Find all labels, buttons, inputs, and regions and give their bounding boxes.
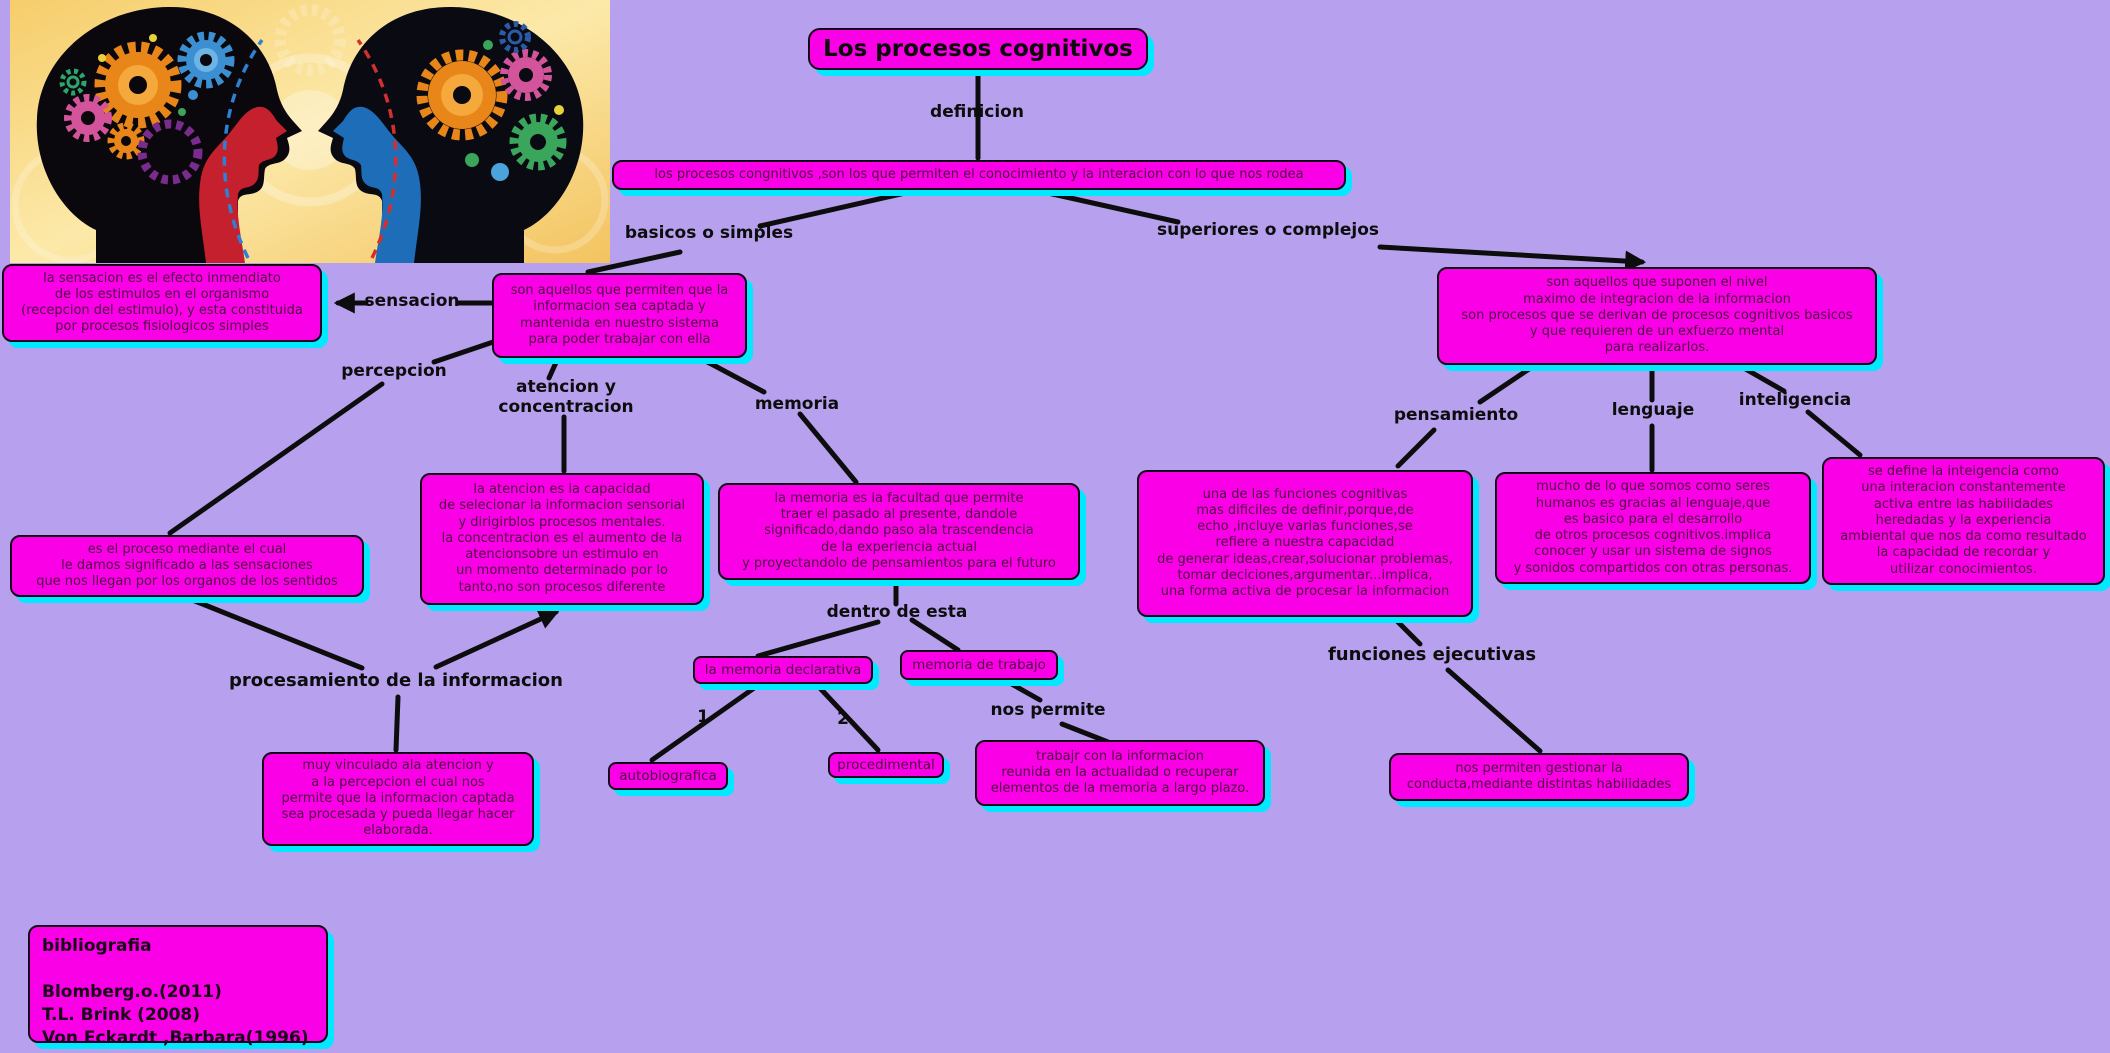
node-vinculado: muy vinculado ala atencion y a la percep… [262, 752, 534, 846]
label-inteligencia: inteligencia [1738, 390, 1852, 410]
gear-icon [137, 119, 203, 185]
gear-icon [509, 113, 567, 171]
node-lenguaje: mucho de lo que somos como seres humanos… [1495, 472, 1811, 584]
label-nos-permite: nos permite [990, 700, 1106, 720]
blue-dashed-arrow [222, 38, 264, 259]
node-atencion: la atencion es la capacidad de seleciona… [420, 473, 704, 605]
node-bibliografia: bibliografia Blomberg.o.(2011) T.L. Brin… [28, 925, 328, 1048]
label-funciones-ejecutivas: funciones ejecutivas [1327, 644, 1537, 665]
node-procedimental: procedimental [828, 752, 944, 778]
node-memoria-declarativa: la memoria declarativa [693, 656, 873, 684]
gear-icon [94, 41, 182, 129]
node-percepcion: es el proceso mediante el cual le damos … [10, 535, 364, 597]
thinking-heads-image [10, 0, 610, 263]
label-pensamiento: pensamiento [1393, 405, 1519, 425]
label-superiores-o-complejos: superiores o complejos [1157, 220, 1379, 240]
node-superiores: son aquellos que suponen el nivel maximo… [1437, 267, 1877, 365]
node-trabajar-informacion: trabajr con la informacion reunida en la… [975, 740, 1265, 806]
label-lenguaje: lenguaje [1611, 400, 1695, 420]
label-sensacion: sensacion [364, 291, 460, 311]
label-basicos-o-simples: basicos o simples [624, 223, 794, 243]
gear-icon [177, 31, 235, 89]
gear-icon [59, 68, 87, 96]
node-definition: los procesos congnitivos ,son los que pe… [612, 160, 1346, 190]
arrow-to-superiores-box [1377, 244, 1647, 272]
arrow-to-atencion-box [433, 609, 560, 670]
node-basicos: son aquellos que permiten que la informa… [492, 273, 747, 358]
node-sensacion: la sensacion es el efecto inmendiato de … [2, 264, 322, 342]
node-inteligencia: se define la inteigencia como una intera… [1822, 457, 2105, 585]
node-pensamiento: una de las funciones cognitivas mas difi… [1137, 470, 1473, 617]
label-procesamiento: procesamiento de la informacion [229, 670, 563, 691]
red-dashed-arrow [356, 38, 398, 259]
node-funciones-ejecutivas: nos permiten gestionar la conducta,media… [1389, 753, 1689, 801]
node-memoria-de-trabajo: memoria de trabajo [900, 650, 1058, 680]
label-percepcion: percepcion [341, 361, 447, 381]
label-dos: 2 [837, 709, 849, 729]
label-memoria: memoria [754, 394, 840, 414]
gear-icon [416, 49, 508, 141]
gear-icon [499, 21, 531, 53]
gear-icon [64, 94, 112, 142]
node-title: Los procesos cognitivos [808, 28, 1148, 70]
gear-icon [500, 49, 552, 101]
label-dentro-de-esta: dentro de esta [826, 602, 968, 622]
node-autobiografica: autobiografica [608, 762, 728, 790]
label-uno: 1 [697, 707, 709, 727]
label-atencion-concentracion: atencion y concentracion [498, 377, 634, 417]
label-definicion: definicion [930, 102, 1024, 122]
node-memoria: la memoria es la facultad que permite tr… [718, 483, 1080, 580]
